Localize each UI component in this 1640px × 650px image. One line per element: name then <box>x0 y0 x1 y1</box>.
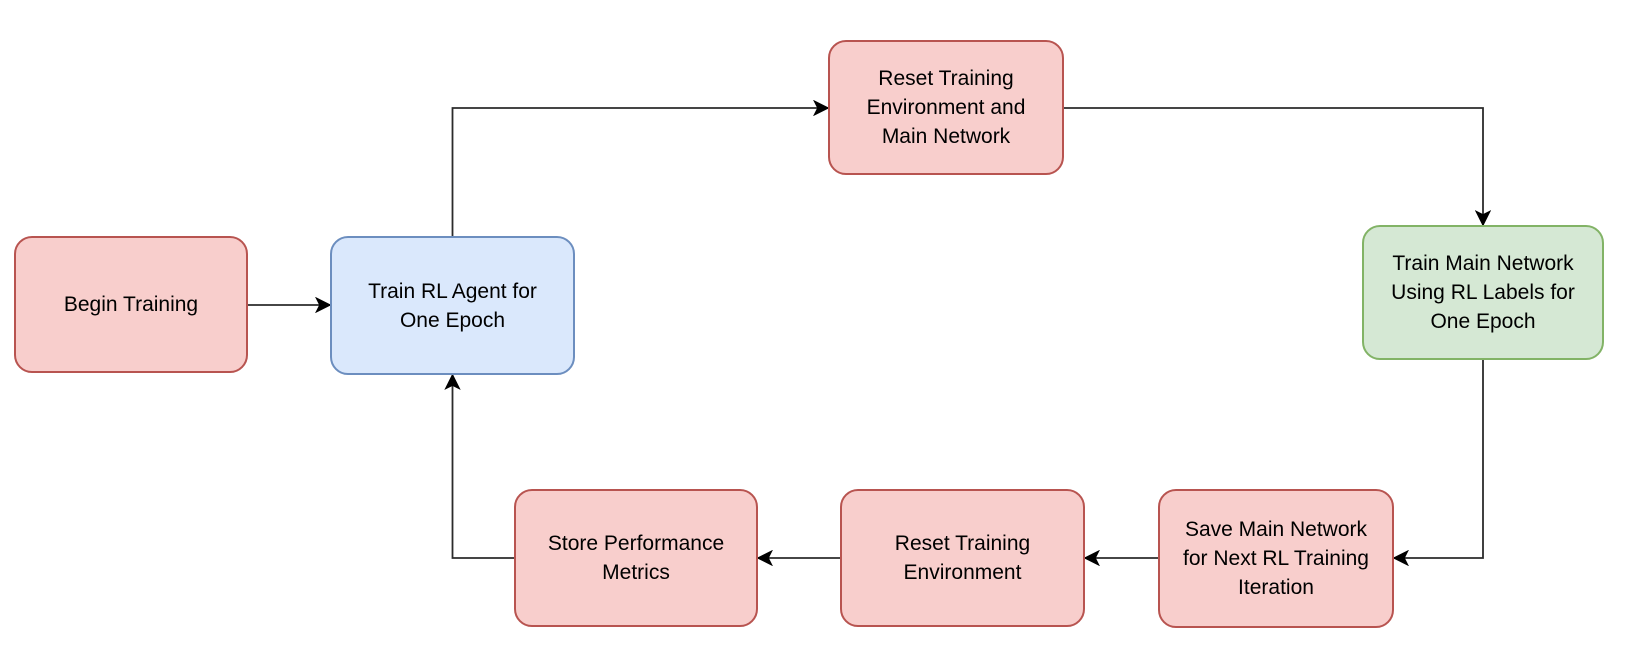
node-train-main-network: Train Main Network Using RL Labels for O… <box>1362 225 1604 360</box>
node-label-line: Store Performance <box>547 532 725 555</box>
node-train-rl-agent: Train RL Agent for One Epoch <box>330 236 575 375</box>
node-store-performance-metrics: Store Performance Metrics <box>514 489 758 627</box>
node-label-line: Environment and <box>866 96 1026 119</box>
node-label-line: Environment <box>903 561 1022 584</box>
node-label-line: Using RL Labels for <box>1391 281 1575 304</box>
edge-train-rl-agent-to-reset-env-and-main <box>451 108 829 236</box>
edge-train-main-to-save-main <box>1394 360 1484 558</box>
node-label-line: Save Main Network <box>1184 518 1368 541</box>
node-label-line: Reset Training <box>894 532 1031 555</box>
node-reset-env-and-main-network: Reset Training Environment and Main Netw… <box>828 40 1064 175</box>
edge-reset-env-and-main-to-train-main <box>1064 107 1483 225</box>
edge-store-metrics-to-train-rl-agent <box>453 375 514 559</box>
node-label-line: Reset Training <box>878 67 1014 90</box>
node-begin-training: Begin Training <box>14 236 248 373</box>
node-label-line: Begin Training <box>63 293 199 316</box>
node-label-line: One Epoch <box>399 308 506 332</box>
node-reset-training-environment: Reset Training Environment <box>840 489 1085 627</box>
node-label-line: Iteration <box>1238 576 1314 599</box>
node-label-line: Train Main Network <box>1392 252 1574 275</box>
node-label-line: for Next RL Training <box>1183 547 1369 570</box>
node-label-line: Train RL Agent for <box>368 279 537 303</box>
node-label-line: One Epoch <box>1430 310 1536 333</box>
node-save-main-network: Save Main Network for Next RL Training I… <box>1158 489 1394 628</box>
node-label-line: Main Network <box>881 125 1011 148</box>
node-label-line: Metrics <box>602 561 670 584</box>
